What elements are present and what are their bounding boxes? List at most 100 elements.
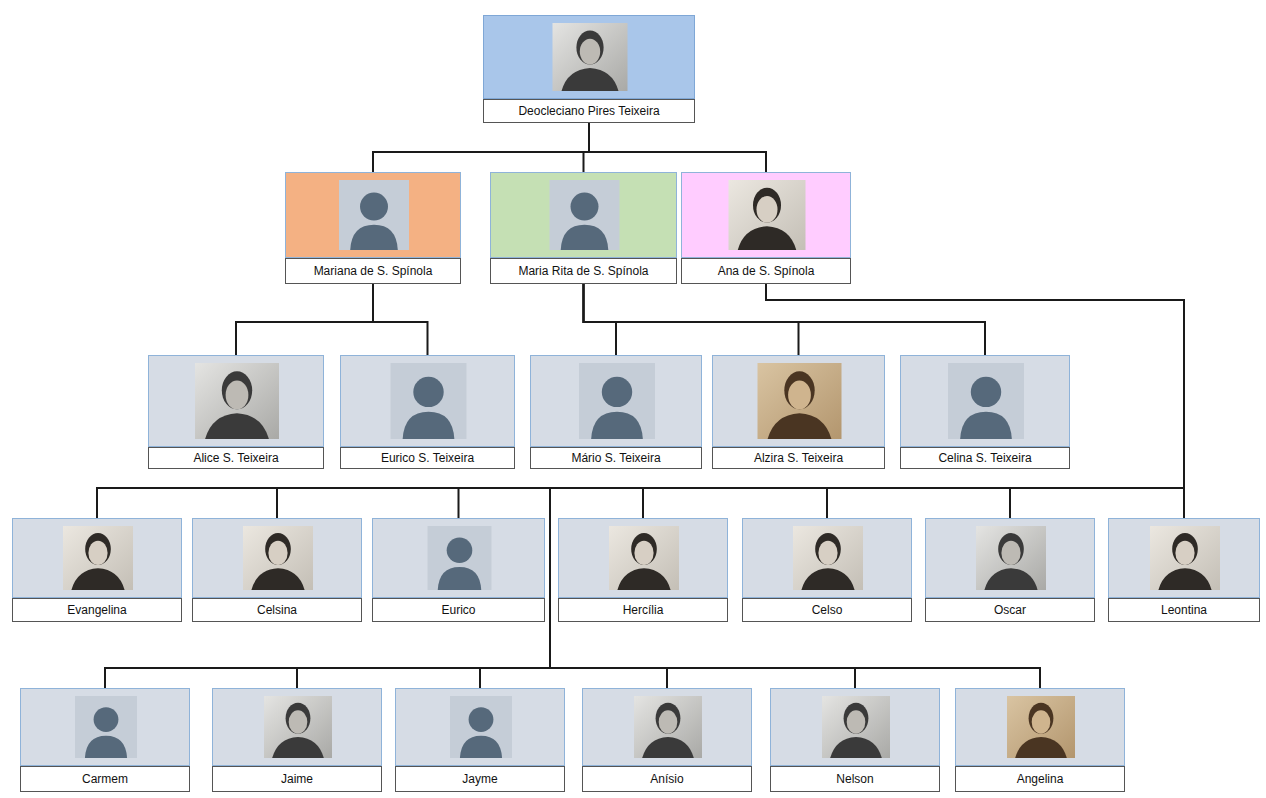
photo-panel [340,355,515,447]
photo-panel [372,518,545,598]
person-card: Anísio [582,688,752,792]
name-label: Mariana de S. Spínola [285,258,461,284]
photo-hair [222,371,252,409]
name-label: Celsina [192,598,362,622]
photo-panel [742,518,912,598]
avatar-icon [491,173,677,257]
person-card: Celsina [192,518,362,622]
avatar-icon [396,689,565,765]
photo-panel [285,172,461,258]
family-line [277,284,1184,518]
name-label: Eurico S. Teixeira [340,447,515,469]
photo-figure [617,568,670,590]
avatar-head [447,538,473,564]
photo-ground [63,526,133,590]
photo-figure [272,737,324,758]
avatar-head [360,193,388,221]
person-card: Angelina [955,688,1125,792]
avatar-icon [341,356,515,446]
photo-face [1032,710,1051,734]
avatar-body [960,412,1012,439]
person-card: Deocleciano Pires Teixeira [483,15,695,123]
photo-panel [770,688,940,766]
photo-face [659,710,678,734]
avatar-body [350,225,398,250]
avatar-ground [339,180,409,250]
name-label: Eurico [372,598,545,622]
person-card: Hercília [558,518,728,622]
photo-face [289,710,308,734]
name-label: Celso [742,598,912,622]
person-card: Jayme [395,688,565,792]
photo-panel [212,688,382,766]
photo-panel [681,172,851,258]
photo-hair [631,533,657,565]
name-label: Evangelina [12,598,182,622]
photo-hair [844,703,869,734]
portrait-photo [771,689,940,765]
name-label: Celina S. Teixeira [900,447,1070,469]
name-label: Leontina [1108,598,1260,622]
photo-figure [768,413,832,439]
avatar-icon [286,173,461,257]
photo-hair [998,533,1024,565]
photo-ground [609,526,679,590]
portrait-photo [583,689,752,765]
photo-ground [264,696,332,758]
family-line [480,284,1184,688]
avatar-ground [579,363,655,439]
photo-face [226,380,249,409]
portrait-photo [149,356,324,446]
photo-figure [984,568,1037,590]
photo-panel [712,355,885,447]
photo-ground [822,696,890,758]
portrait-photo [743,519,912,597]
portrait-photo [484,16,695,98]
family-line [550,284,1184,688]
photo-figure [205,413,269,439]
photo-ground [195,363,279,439]
photo-hair [1029,703,1054,734]
avatar-ground [550,180,620,250]
person-card: Jaime [212,688,382,792]
portrait-photo [956,689,1125,765]
photo-figure [830,737,882,758]
avatar-body [591,412,643,439]
family-line [97,284,1184,518]
name-label: Ana de S. Spínola [681,258,851,284]
avatar-ground [75,696,137,758]
photo-ground [793,526,863,590]
photo-ground [634,696,702,758]
family-line [589,123,766,172]
portrait-photo [1109,519,1260,597]
family-line [459,284,1185,518]
photo-hair [286,703,311,734]
photo-panel [900,355,1070,447]
person-card: Celso [742,518,912,622]
portrait-photo [682,173,851,257]
portrait-photo [713,356,885,446]
person-card: Mariana de S. Spínola [285,172,461,284]
photo-figure [801,568,854,590]
family-line [584,284,986,355]
photo-panel [12,518,182,598]
photo-figure [562,68,619,91]
person-card: Leontina [1108,518,1260,622]
photo-panel [395,688,565,766]
person-card: Mário S. Teixeira [530,355,702,469]
name-label: Mário S. Teixeira [530,447,702,469]
portrait-photo [193,519,362,597]
avatar-head [602,377,632,407]
photo-figure [251,568,304,590]
name-label: Maria Rita de S. Spínola [490,258,677,284]
avatar-icon [373,519,545,597]
photo-hair [815,533,841,565]
photo-hair [85,533,111,565]
avatar-ground [948,363,1024,439]
portrait-photo [13,519,182,597]
person-card: Ana de S. Spínola [681,172,851,284]
avatar-body [438,567,482,590]
photo-panel [582,688,752,766]
avatar-body [460,736,502,758]
